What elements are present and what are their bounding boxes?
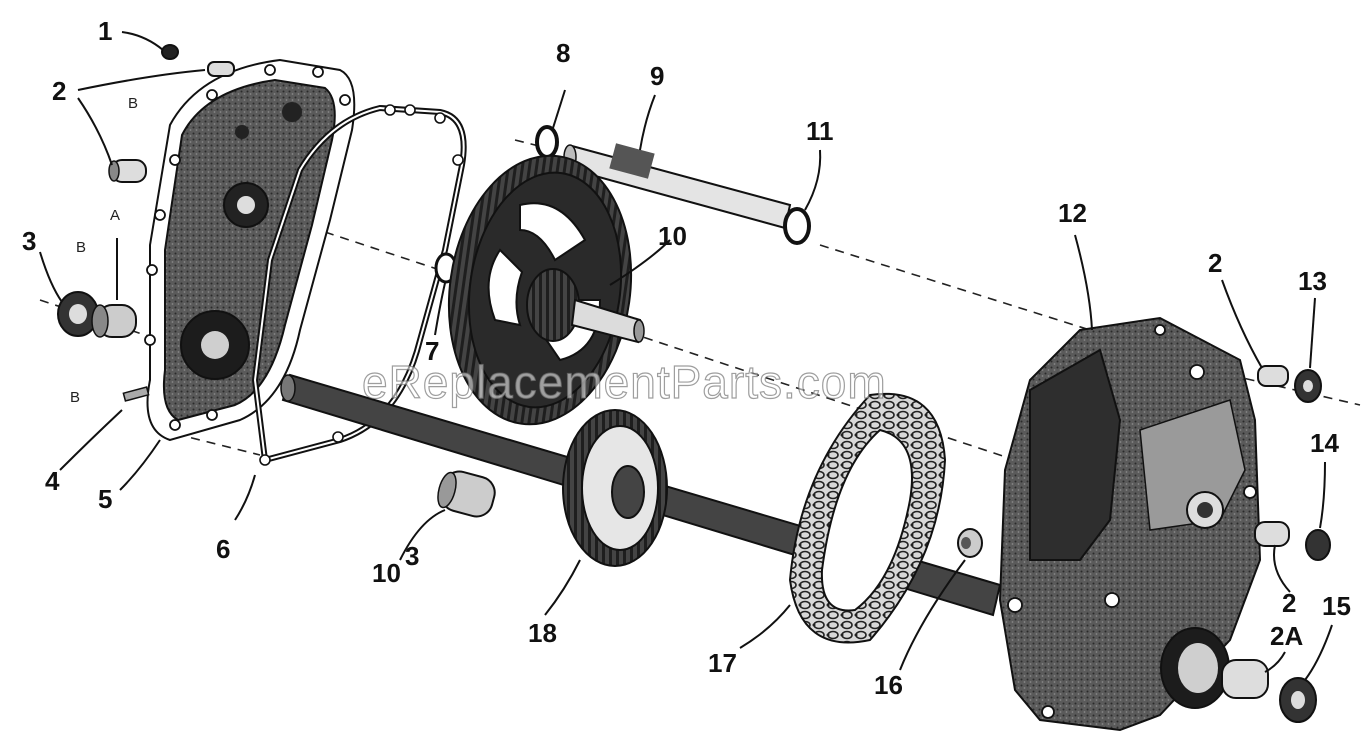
callout-numbers: 1 2 3 4 5 6 7 8 9 10 10 3 11 12 2 13 14 …: [22, 16, 1351, 700]
callout-11: 11: [806, 116, 834, 146]
callout-18: 18: [528, 618, 557, 648]
ref-mark-b-1: B: [128, 95, 138, 112]
drive-sprocket: [562, 409, 668, 567]
right-hardware: [1221, 365, 1331, 723]
callout-6: 6: [216, 534, 230, 564]
callout-3: 3: [22, 226, 36, 256]
leader-lines: [39, 31, 1333, 681]
callout-3-bushing: 3: [405, 541, 419, 571]
watermark: eReplacementParts.com: [362, 356, 887, 408]
callout-8: 8: [556, 38, 570, 68]
callout-5: 5: [98, 484, 112, 514]
callout-1: 1: [98, 16, 112, 46]
callout-15: 15: [1322, 591, 1351, 621]
callout-2: 2: [52, 76, 66, 106]
callout-12: 12: [1058, 198, 1087, 228]
side-cover-plate: [144, 58, 356, 442]
callout-16: 16: [874, 670, 903, 700]
ref-mark-b-2: B: [76, 239, 86, 256]
callout-14: 14: [1310, 428, 1339, 458]
callout-2A: 2A: [1270, 621, 1303, 651]
upper-shaft-assembly: [535, 125, 811, 245]
ref-mark-a: A: [110, 207, 120, 224]
gear-housing: [998, 316, 1262, 732]
left-hardware: [57, 44, 235, 402]
callout-13: 13: [1298, 266, 1327, 296]
callout-9: 9: [650, 61, 664, 91]
hex-nut-16: [957, 528, 983, 558]
bushing-lower: [437, 470, 496, 518]
reference-marks: B B B A: [70, 95, 138, 406]
callout-7: 7: [425, 336, 439, 366]
callout-10-bushing: 10: [372, 558, 401, 588]
ref-mark-b-3: B: [70, 389, 80, 406]
callout-2-right-mid: 2: [1282, 588, 1296, 618]
callout-4: 4: [45, 466, 60, 496]
large-spur-gear: [447, 154, 645, 426]
callout-10-gear: 10: [658, 221, 687, 251]
roller-chain: [788, 392, 947, 644]
callout-2-right-top: 2: [1208, 248, 1222, 278]
callout-17: 17: [708, 648, 737, 678]
